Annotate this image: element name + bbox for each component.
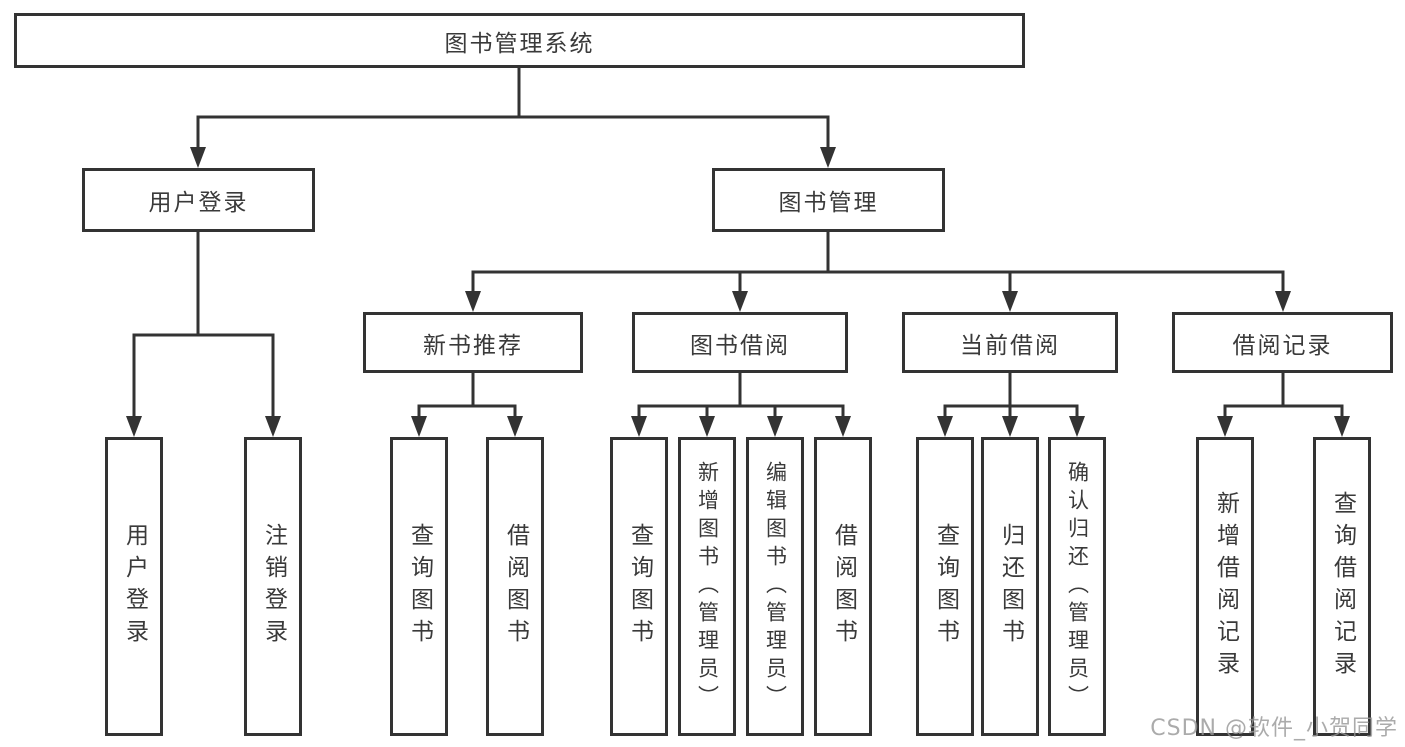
leaf-return-books: 归还图书	[981, 437, 1039, 736]
leaf-confirm-return-admin-label: 确认归还（管理员）	[1065, 460, 1090, 713]
leaf-query-books-recommend-label: 查询图书	[406, 522, 433, 651]
leaf-add-book-admin: 新增图书（管理员）	[678, 437, 736, 736]
node-book-management: 图书管理	[712, 168, 945, 232]
leaf-borrow-books-recommend-label: 借阅图书	[502, 522, 529, 651]
leaf-query-books-current: 查询图书	[916, 437, 974, 736]
leaf-borrow-books-borrowing: 借阅图书	[814, 437, 872, 736]
node-root-system-label: 图书管理系统	[444, 30, 595, 57]
leaf-query-books-borrowing: 查询图书	[610, 437, 668, 736]
node-book-management-label: 图书管理	[778, 190, 879, 216]
leaf-query-books-borrowing-label: 查询图书	[626, 522, 653, 651]
leaf-logout-label: 注销登录	[260, 522, 287, 651]
node-current-borrowing: 当前借阅	[902, 312, 1118, 373]
node-borrowing-records-label: 借阅记录	[1232, 332, 1333, 359]
node-user-login: 用户登录	[82, 168, 315, 232]
node-book-borrowing-label: 图书借阅	[690, 332, 790, 359]
arrowhead-icons	[126, 147, 1350, 437]
leaf-add-borrow-record-label: 新增借阅记录	[1212, 490, 1239, 683]
node-user-login-label: 用户登录	[148, 190, 249, 216]
leaf-user-login: 用户登录	[105, 437, 163, 736]
leaf-edit-book-admin-label: 编辑图书（管理员）	[763, 460, 788, 713]
leaf-query-books-current-label: 查询图书	[932, 522, 959, 651]
leaf-edit-book-admin: 编辑图书（管理员）	[746, 437, 804, 736]
leaf-add-book-admin-label: 新增图书（管理员）	[695, 460, 720, 713]
watermark-text: CSDN @软件_小贺同学	[1150, 716, 1398, 741]
node-root-system: 图书管理系统	[14, 13, 1025, 68]
leaf-return-books-label: 归还图书	[997, 522, 1024, 651]
leaf-query-books-recommend: 查询图书	[390, 437, 448, 736]
leaf-logout: 注销登录	[244, 437, 302, 736]
leaf-user-login-label: 用户登录	[121, 522, 148, 651]
leaf-borrow-books-borrowing-label: 借阅图书	[830, 522, 857, 651]
leaf-query-borrow-record-label: 查询借阅记录	[1329, 490, 1356, 683]
leaf-add-borrow-record: 新增借阅记录	[1196, 437, 1254, 736]
node-current-borrowing-label: 当前借阅	[960, 332, 1060, 359]
leaf-query-borrow-record: 查询借阅记录	[1313, 437, 1371, 736]
tree-connectors	[132, 68, 1344, 422]
node-new-book-recommendation-label: 新书推荐	[423, 332, 523, 359]
node-book-borrowing: 图书借阅	[632, 312, 848, 373]
leaf-confirm-return-admin: 确认归还（管理员）	[1048, 437, 1106, 736]
node-new-book-recommendation: 新书推荐	[363, 312, 583, 373]
leaf-borrow-books-recommend: 借阅图书	[486, 437, 544, 736]
node-borrowing-records: 借阅记录	[1172, 312, 1393, 373]
